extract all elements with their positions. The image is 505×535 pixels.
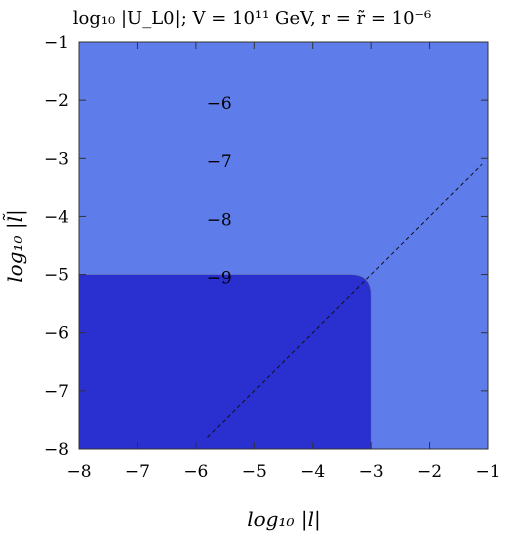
plot-area: −6 −7 −8 −9 −8 −7 −6 −5 −4 −3 −2 −1 −1 −2 −3 −4 −5 −6 −7 −8 (44, 33, 501, 482)
y-tick-label: −3 (44, 149, 69, 169)
contour-label: −8 (207, 210, 232, 230)
contour-label: −7 (207, 152, 232, 172)
y-tick-label: −1 (44, 33, 69, 53)
x-axis-label: log₁₀ |l| (247, 507, 321, 532)
x-tick-label: −7 (125, 462, 150, 482)
y-tick-label: −7 (44, 382, 69, 402)
y-axis-label: log₁₀ |l̃| (3, 209, 28, 283)
region-4 (79, 42, 488, 449)
contour-label: −9 (207, 268, 232, 288)
x-tick-label: −5 (242, 462, 267, 482)
plot-frame (78, 41, 489, 450)
x-tick-label: −1 (475, 462, 500, 482)
y-tick-label: −4 (44, 207, 69, 227)
chart-title: log₁₀ |U_L0|; V = 10¹¹ GeV, r = r̃ = 10⁻… (73, 8, 432, 29)
x-tick-label: −3 (359, 462, 384, 482)
y-tick-label: −6 (44, 324, 69, 344)
x-tick-label: −2 (417, 462, 442, 482)
x-tick-label: −4 (300, 462, 325, 482)
y-tick-label: −5 (44, 266, 69, 286)
x-tick-label: −8 (66, 462, 91, 482)
dashed-diagonal-line (207, 163, 483, 438)
y-tick-label: −8 (44, 440, 69, 460)
contour-label: −6 (207, 94, 232, 114)
y-tick-label: −2 (44, 91, 69, 111)
x-tick-label: −6 (183, 462, 208, 482)
